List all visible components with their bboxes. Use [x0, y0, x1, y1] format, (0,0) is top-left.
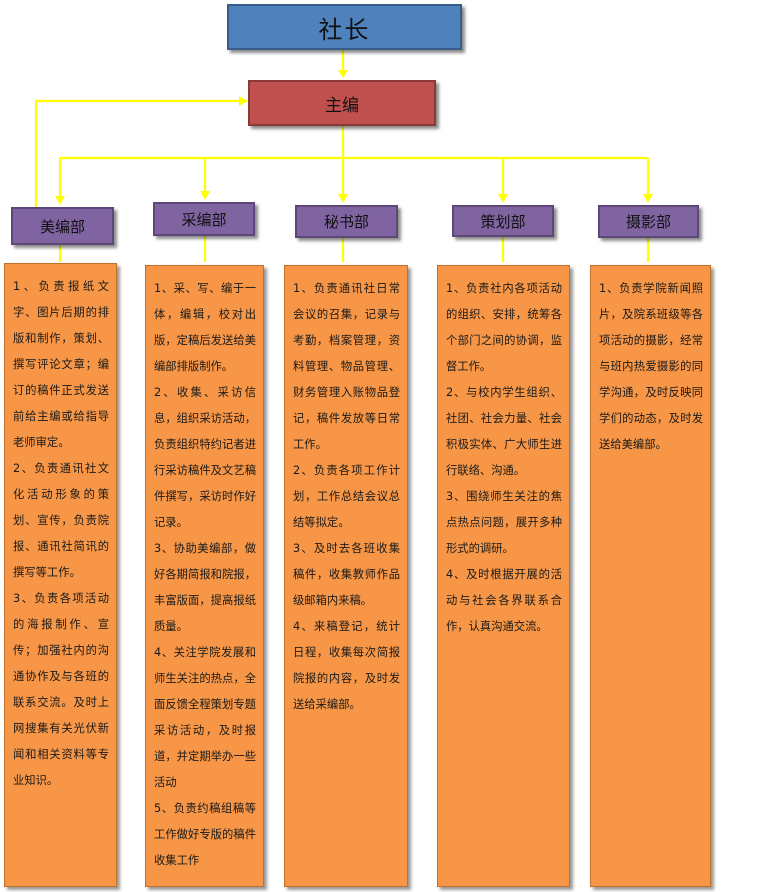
duty-item: 1、采、写、编于一体，编辑，校对出版，定稿后发送给美编部排版制作。	[154, 282, 256, 373]
duty-item: 2、收集、采访信息，组织采访活动，负责组织特约记者进行采访稿件及文艺稿件撰写，采…	[154, 386, 256, 529]
arrowhead-chief-top	[338, 70, 348, 78]
duties-panel-caibian: 1、采、写、编于一体，编辑，校对出版，定稿后发送给美编部排版制作。 2、收集、采…	[145, 265, 264, 887]
duty-item: 3、负责各项活动的海报制作、宣传；加强社内的沟通协作及与各班的联系交流。及时上网…	[13, 592, 109, 787]
dept-title-caibian: 采编部	[181, 210, 227, 229]
duty-item: 2、与校内学生组织、社团、社会力量、社会积极实体、广大师生进行联络、沟通。	[446, 386, 562, 477]
arrowhead-cehua	[498, 194, 508, 203]
duty-item: 1、负责学院新闻照片，及院系班级等各项活动的摄影，经常与班内热爱摄影的同学沟通，…	[599, 282, 703, 451]
dept-title-meibian: 美编部	[39, 217, 85, 236]
dept-box-meibian: 美编部	[11, 207, 114, 245]
duty-item: 3、围绕师生关注的焦点热点问题，展开多种形式的调研。	[446, 490, 562, 555]
arrowhead-meibian	[55, 196, 65, 205]
president-title: 社长	[318, 15, 371, 44]
duty-item: 4、及时根据开展的活动与社会各界联系合作，认真沟通交流。	[446, 568, 562, 633]
duty-item: 3、协助美编部，做好各期简报和院报，丰富版面，提高报纸质量。	[154, 542, 256, 633]
duty-item: 5、负责约稿组稿等工作做好专版的稿件收集工作	[154, 802, 256, 867]
editor-in-chief-box: 主编	[248, 80, 436, 126]
duty-item: 2、负责各项工作计划，工作总结会议总结等拟定。	[293, 464, 400, 529]
duties-panel-meibian: 1、负责报纸文字、图片后期的排版和制作，策划、撰写评论文章；编订的稿件正式发送前…	[4, 263, 117, 887]
dept-box-mishu: 秘书部	[295, 205, 398, 238]
dept-box-caibian: 采编部	[153, 202, 255, 236]
duty-item: 4、关注学院发展和师生关注的热点，全面反馈全程策划专题采访活动，及时报道，并定期…	[154, 646, 256, 789]
dept-title-cehua: 策划部	[480, 212, 526, 231]
dept-title-mishu: 秘书部	[323, 213, 369, 231]
dept-box-cehua: 策划部	[452, 205, 554, 237]
arrowhead-mishu	[338, 194, 348, 203]
president-box: 社长	[227, 4, 462, 50]
arrowhead-chief-left	[239, 96, 248, 106]
duty-item: 4、来稿登记，统计日程，收集每次简报院报的内容，及时发送给采编部。	[293, 620, 400, 711]
dept-title-sheying: 摄影部	[625, 213, 671, 231]
arrowhead-caibian	[200, 191, 210, 200]
arrowhead-sheying	[643, 194, 653, 203]
editor-in-chief-title: 主编	[325, 95, 359, 116]
connector-chief-loop	[34, 99, 241, 208]
duty-item: 2、负责通讯社文化活动形象的策划、宣传，负责院报、通讯社简讯的撰写等工作。	[13, 462, 109, 579]
duty-item: 1、负责通讯社日常会议的召集，记录与考勤，档案管理，资料管理、物品管理、财务管理…	[293, 282, 400, 451]
duties-panel-mishu: 1、负责通讯社日常会议的召集，记录与考勤，档案管理，资料管理、物品管理、财务管理…	[284, 265, 408, 887]
duty-item: 1、负责报纸文字、图片后期的排版和制作，策划、撰写评论文章；编订的稿件正式发送前…	[13, 280, 109, 449]
duties-panel-sheying: 1、负责学院新闻照片，及院系班级等各项活动的摄影，经常与班内热爱摄影的同学沟通，…	[590, 265, 711, 887]
duty-item: 1、负责社内各项活动的组织、安排，统筹各个部门之间的协调，监督工作。	[446, 282, 562, 373]
duty-item: 3、及时去各班收集稿件，收集教师作品级邮箱内来稿。	[293, 542, 400, 607]
dept-box-sheying: 摄影部	[598, 205, 699, 238]
duties-panel-cehua: 1、负责社内各项活动的组织、安排，统筹各个部门之间的协调，监督工作。 2、与校内…	[437, 265, 570, 887]
